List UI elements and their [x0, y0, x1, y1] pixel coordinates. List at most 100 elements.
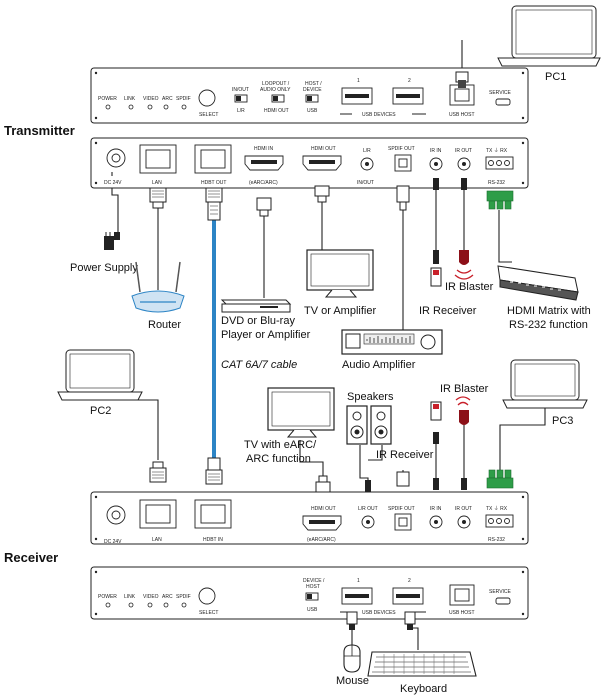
led-indicator — [105, 602, 111, 608]
hdmi-matrix: HDMI Matrix with RS-232 function — [497, 265, 591, 331]
usb-host-label: USB HOST — [449, 112, 475, 118]
lr-out-label: L/R OUT — [358, 506, 378, 512]
rs232-label: RS-232 — [488, 180, 505, 186]
usb-a-plug-icon — [404, 611, 416, 630]
hdmi-out-label: HDMI OUT — [311, 146, 336, 152]
service-port[interactable] — [495, 98, 511, 106]
led-label: LINK — [124, 594, 136, 600]
switch-label: DEVICE / — [303, 578, 325, 584]
ir-blaster-rx-label: IR Blaster — [440, 383, 489, 395]
spdif-out-label: SPDIF OUT — [388, 506, 415, 512]
ir-receiver-tx-label: IR Receiver — [419, 305, 477, 317]
toslink-plug-icon — [396, 185, 410, 211]
transmitter-rear-panel: DC 24V LAN HDBT OUT HDMI IN (eARC/ARC) H… — [90, 137, 529, 189]
switch-label: HOST — [306, 584, 320, 590]
usb-b-plug-icon — [455, 71, 469, 88]
ir-plug-icon — [433, 478, 439, 490]
led-label: VIDEO — [143, 594, 159, 600]
phoenix-connector-icon — [486, 469, 514, 489]
switch-label: L/R — [237, 108, 245, 114]
usb-a-plug-icon — [346, 611, 358, 630]
keyboard: Keyboard — [367, 651, 477, 695]
tv-amplifier-label: TV or Amplifier — [304, 305, 376, 317]
select-button[interactable] — [198, 587, 216, 605]
receiver-front-panel: POWER LINK VIDEO ARC SPDIF SELECT DEVICE… — [90, 566, 529, 620]
hdbt-out-label: HDBT OUT — [201, 180, 226, 186]
led-label: ARC — [162, 594, 173, 600]
usb-port-number: 2 — [408, 578, 411, 584]
led-indicator — [181, 602, 187, 608]
speakers: Speakers — [346, 391, 394, 445]
led-indicator — [128, 104, 134, 110]
tx-status-leds: POWER LINK VIDEO ARC SPDIF — [98, 96, 191, 110]
receiver-heading: Receiver — [4, 550, 58, 565]
service-port[interactable] — [495, 597, 511, 605]
led-label: VIDEO — [143, 96, 159, 102]
cat-cable-label: CAT 6A/7 cable — [221, 359, 297, 371]
cable-pc2-lan — [118, 399, 159, 460]
receiver-rear-panel: DC 24V LAN HDBT IN HDMI OUT (eARC/ARC) L… — [90, 491, 529, 545]
switch-label: USB — [307, 607, 318, 613]
pc2-label: PC2 — [90, 405, 111, 417]
cable-pc3-rs232 — [499, 405, 546, 470]
cable-speakers — [359, 445, 369, 482]
hdbt-in-label: HDBT IN — [203, 537, 223, 543]
rj45-plug-icon — [149, 187, 167, 209]
ir-plug-icon — [433, 178, 439, 190]
dc-label: DC 24V — [104, 180, 122, 186]
tv-amplifier: TV or Amplifier — [304, 249, 376, 317]
pc2-laptop: PC2 — [57, 349, 143, 417]
audio-plug-icon — [365, 480, 371, 492]
audio-amplifier: Audio Amplifier — [341, 329, 443, 371]
hdmi-in-label: HDMI IN — [254, 146, 274, 152]
cable-rs232-matrix — [498, 210, 512, 263]
switch-label: HOST / — [305, 81, 322, 87]
led-indicator — [128, 602, 134, 608]
pc1-label: PC1 — [545, 71, 566, 83]
select-button[interactable] — [198, 89, 216, 107]
usb-devices-label: USB DEVICES — [362, 610, 396, 616]
led-indicator — [163, 104, 169, 110]
dvd-player: DVD or Blu-ray Player or Amplifier — [220, 299, 311, 341]
phoenix-connector-icon — [486, 190, 514, 210]
select-label: SELECT — [199, 112, 218, 118]
led-indicator — [163, 602, 169, 608]
ir-in-label: IR IN — [430, 148, 442, 154]
earc-label: (eARC/ARC) — [307, 537, 336, 543]
ir-blaster-rx: IR Blaster — [440, 383, 489, 425]
led-label: ARC — [162, 96, 173, 102]
switch-label: IN/OUT — [232, 87, 249, 93]
ir-out-label: IR OUT — [455, 506, 472, 512]
rj45-plug-icon — [205, 457, 223, 485]
switch-label: DEVICE — [303, 87, 322, 93]
usb-port-number: 1 — [357, 578, 360, 584]
led-indicator — [147, 602, 153, 608]
mouse-label: Mouse — [336, 675, 369, 687]
dvd-label-line1: DVD or Blu-ray — [221, 315, 295, 327]
ir-in-label: IR IN — [430, 506, 442, 512]
led-label: LINK — [124, 96, 136, 102]
cable-speakers-b — [368, 445, 383, 461]
led-label: POWER — [98, 96, 117, 102]
switch-label: USB — [307, 108, 318, 114]
tv-earc-label-line1: TV with eARC/ — [244, 439, 317, 451]
service-label: SERVICE — [489, 90, 512, 96]
transmitter-heading: Transmitter — [4, 123, 75, 138]
rx-plugs — [149, 457, 514, 493]
speakers-label: Speakers — [347, 391, 394, 403]
dc-label: DC 24V — [104, 539, 122, 545]
mouse: Mouse — [336, 644, 369, 687]
hdmi-matrix-label-line2: RS-232 function — [509, 319, 588, 331]
power-supply-label: Power Supply — [70, 262, 138, 274]
led-indicator — [147, 104, 153, 110]
tx-rx-label: TX ⏚ RX — [486, 505, 508, 512]
audio-amplifier-label: Audio Amplifier — [342, 359, 416, 371]
in-out-label: IN/OUT — [357, 180, 374, 186]
switch-label: LOOPOUT / — [262, 81, 290, 87]
pc1-laptop: PC1 — [497, 5, 601, 83]
toslink-plug-icon — [396, 471, 410, 487]
usb-port-number: 1 — [357, 78, 360, 84]
tx-plugs — [111, 172, 514, 221]
rj45-plug-icon — [149, 461, 167, 483]
